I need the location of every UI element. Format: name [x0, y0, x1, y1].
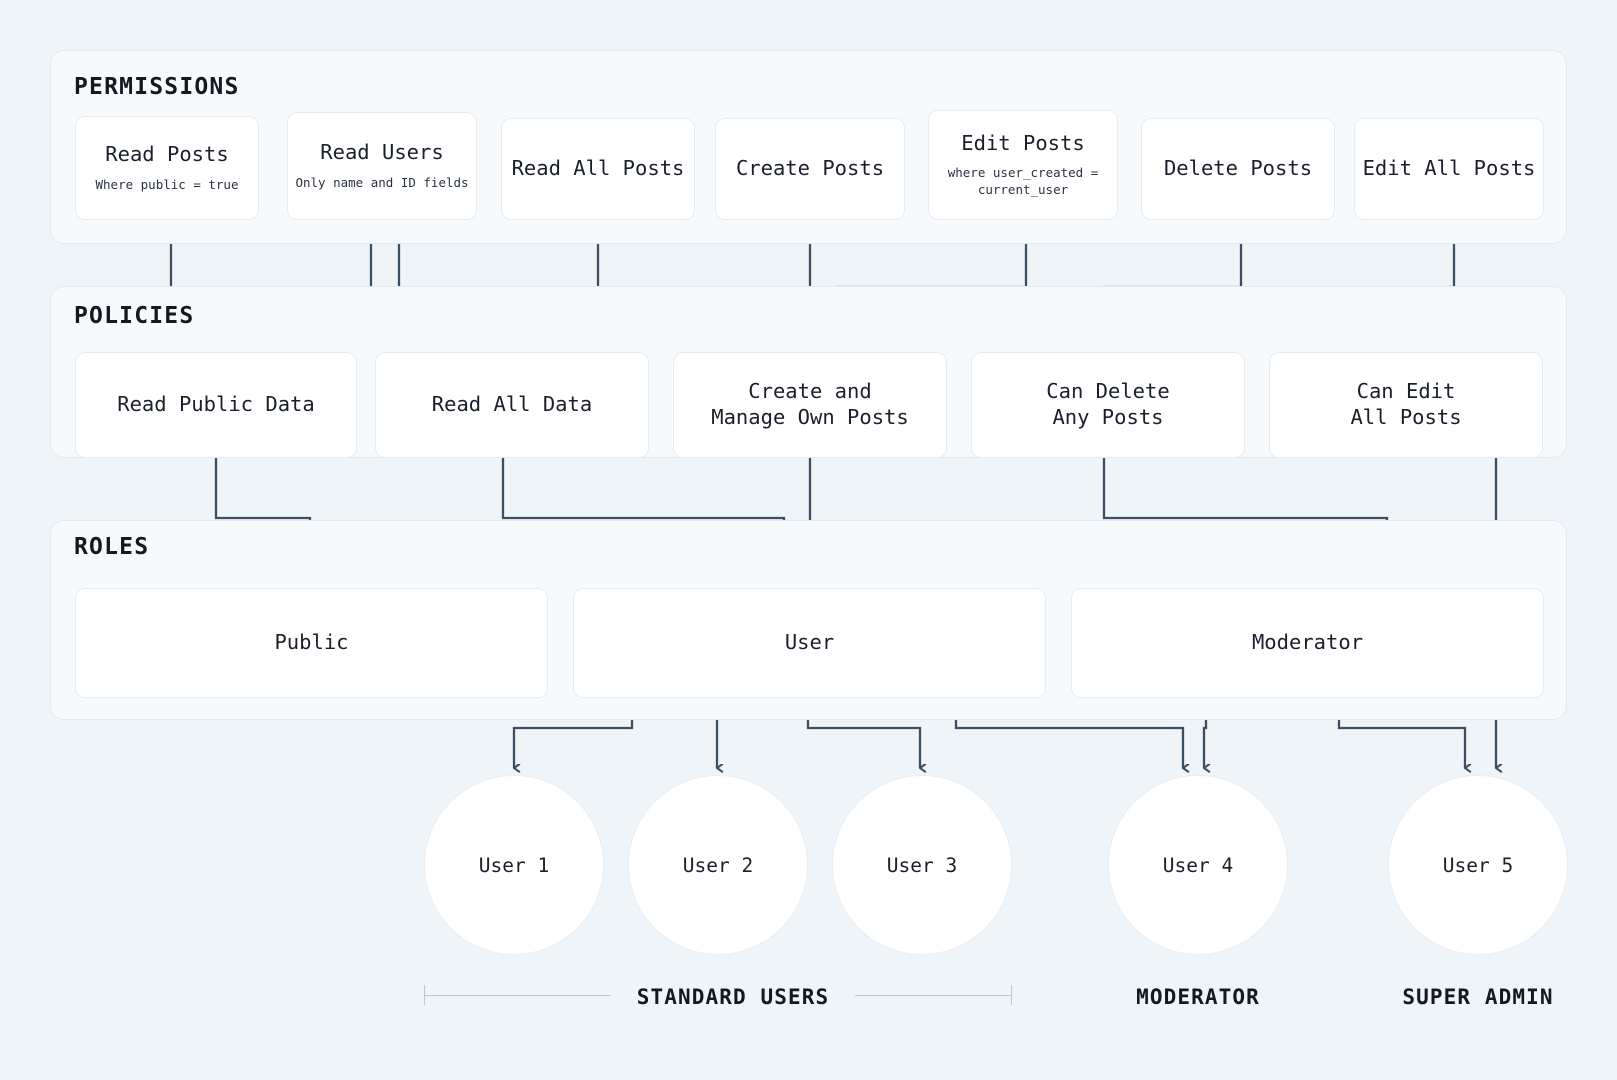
standard-users-bracket-right	[855, 995, 1012, 996]
permission-title: Read Users	[320, 140, 444, 165]
permission-title: Read Posts	[105, 142, 229, 167]
role-title: Moderator	[1251, 630, 1364, 655]
roles-section-title: ROLES	[74, 534, 150, 560]
user-label: User 3	[886, 853, 958, 877]
user-label: User 4	[1162, 853, 1234, 877]
policy-title: Read All Data	[431, 392, 593, 417]
permission-card-edit-all-posts[interactable]: Edit All Posts	[1354, 118, 1544, 220]
permission-title: Create Posts	[735, 156, 885, 181]
standard-users-bracket-left	[424, 995, 611, 996]
policy-card-read-public-data[interactable]: Read Public Data	[75, 352, 357, 458]
user-label: User 5	[1442, 853, 1514, 877]
user-label: User 2	[682, 853, 754, 877]
user-circle-user-4[interactable]: User 4	[1108, 775, 1288, 955]
policy-title: Create and Manage Own Posts	[711, 379, 909, 429]
permission-title: Edit All Posts	[1362, 156, 1536, 181]
permission-title: Delete Posts	[1163, 156, 1313, 181]
role-card-public[interactable]: Public	[75, 588, 548, 698]
permission-card-delete-posts[interactable]: Delete Posts	[1141, 118, 1335, 220]
permission-title: Read All Posts	[511, 156, 685, 181]
policies-section-title: POLICIES	[74, 303, 195, 329]
policy-title: Can Delete Any Posts	[1046, 379, 1170, 429]
user-circle-user-3[interactable]: User 3	[832, 775, 1012, 955]
permission-card-read-all-posts[interactable]: Read All Posts	[501, 118, 695, 220]
user-label: User 1	[478, 853, 550, 877]
policy-title: Read Public Data	[117, 392, 315, 417]
policy-card-read-all-data[interactable]: Read All Data	[375, 352, 649, 458]
role-card-user[interactable]: User	[573, 588, 1046, 698]
policy-card-create-manage-own-posts[interactable]: Create and Manage Own Posts	[673, 352, 947, 458]
standard-users-bracket-right-tick	[1011, 985, 1012, 1005]
role-title: Public	[274, 630, 349, 655]
role-title: User	[784, 630, 835, 655]
permission-subtitle: Where public = true	[95, 176, 239, 192]
permissions-section-title: PERMISSIONS	[74, 74, 240, 100]
user-circle-user-2[interactable]: User 2	[628, 775, 808, 955]
policy-card-can-edit-all-posts[interactable]: Can Edit All Posts	[1269, 352, 1543, 458]
role-card-moderator[interactable]: Moderator	[1071, 588, 1544, 698]
permission-card-create-posts[interactable]: Create Posts	[715, 118, 905, 220]
permission-subtitle: where user_created = current_user	[947, 165, 1099, 198]
group-label-super-admin: SUPER ADMIN	[1402, 985, 1554, 1009]
group-label-moderator: MODERATOR	[1136, 985, 1260, 1009]
user-circle-user-5[interactable]: User 5	[1388, 775, 1568, 955]
user-circle-user-1[interactable]: User 1	[424, 775, 604, 955]
permission-subtitle: Only name and ID fields	[295, 174, 469, 190]
permission-card-read-posts[interactable]: Read Posts Where public = true	[75, 116, 259, 220]
policy-card-can-delete-any-posts[interactable]: Can Delete Any Posts	[971, 352, 1245, 458]
policy-title: Can Edit All Posts	[1350, 379, 1462, 429]
permission-card-edit-posts[interactable]: Edit Posts where user_created = current_…	[928, 110, 1118, 220]
group-label-standard-users: STANDARD USERS	[636, 985, 830, 1009]
permission-title: Edit Posts	[961, 130, 1085, 155]
permission-card-read-users[interactable]: Read Users Only name and ID fields	[287, 112, 477, 220]
